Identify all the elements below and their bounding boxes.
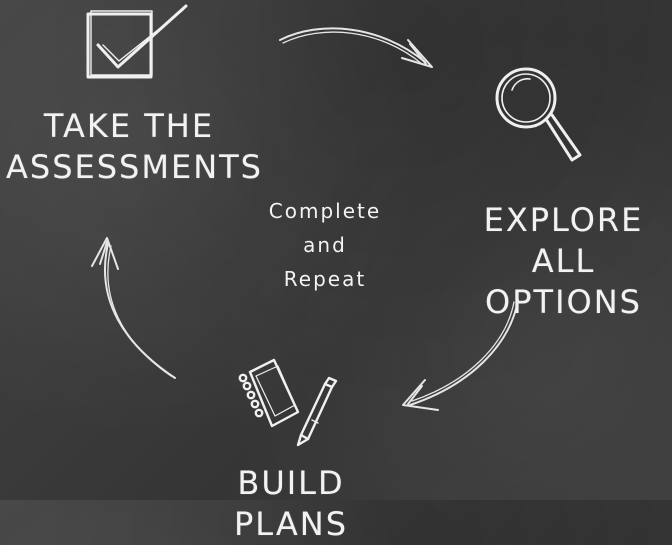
center-text-line: Repeat	[283, 267, 367, 291]
arrow-assess-to-explore	[279, 27, 433, 68]
notebook-pencil-icon	[238, 358, 338, 447]
step-label-explore-options: EXPLORE ALL OPTIONS	[455, 200, 672, 323]
step-label-line: TAKE THE	[43, 107, 215, 145]
step-label-line: ASSESSMENTS	[6, 148, 263, 186]
arrow-build-to-assess	[91, 237, 176, 379]
center-text-line: Complete	[268, 199, 382, 223]
center-text-line: and	[303, 233, 347, 257]
chalkboard-diagram: TAKE THE ASSESSMENTS EXPLORE ALL OPTIONS…	[6, 4, 672, 543]
step-label-line: BUILD PLANS	[234, 464, 348, 543]
step-label-line: EXPLORE ALL	[483, 201, 644, 280]
cycle-center-text: Complete and Repeat	[255, 194, 395, 296]
checkbox-check-icon	[86, 4, 188, 79]
magnifying-glass-icon	[495, 67, 582, 162]
step-label-line: OPTIONS	[485, 283, 642, 321]
step-label-take-assessments: TAKE THE ASSESSMENTS	[6, 106, 263, 188]
step-label-build-plans: BUILD PLANS	[176, 463, 406, 545]
